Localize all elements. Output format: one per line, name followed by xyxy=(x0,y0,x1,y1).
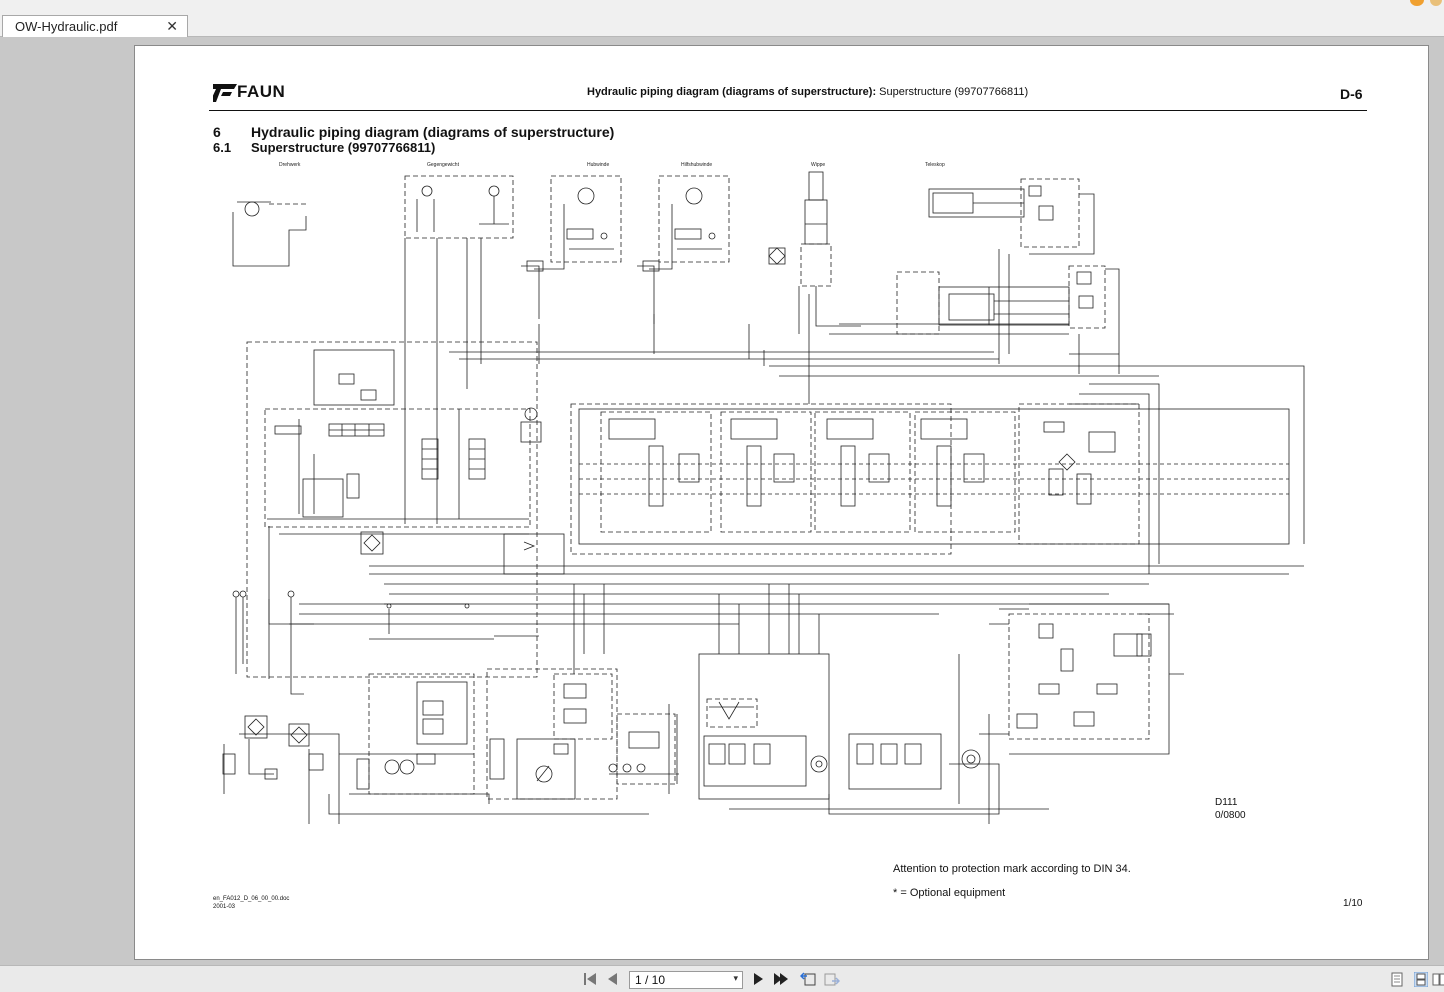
page-number: 1/10 xyxy=(1343,898,1363,909)
drawing-id: D111 xyxy=(1215,797,1238,808)
header-rule xyxy=(209,110,1367,111)
next-page-icon[interactable] xyxy=(750,972,766,986)
page-selector[interactable]: 1 / 10 ▾ xyxy=(629,971,743,989)
diagram-label: Wippe xyxy=(811,162,825,168)
continuous-view-icon[interactable] xyxy=(1414,972,1428,987)
last-page-icon[interactable] xyxy=(773,972,789,986)
tab-bar: OW-Hydraulic.pdf ✕ xyxy=(0,0,1444,37)
subsection-number: 6.1 xyxy=(213,140,232,155)
navigation-toolbar: 1 / 10 ▾ xyxy=(0,965,1444,992)
section-number: 6 xyxy=(213,124,221,140)
header-title-bold: Hydraulic piping diagram (diagrams of su… xyxy=(587,86,877,98)
diagram-label: Gegengewicht xyxy=(427,162,460,168)
hydraulic-diagram: Drehwerk Gegengewicht Hubwinde Hilfshubw… xyxy=(222,162,1305,824)
chevron-down-icon[interactable]: ▾ xyxy=(733,973,738,983)
window-control-icon[interactable] xyxy=(1430,0,1442,6)
previous-page-icon[interactable] xyxy=(605,972,621,986)
diagram-label: Hilfshubwinde xyxy=(681,162,712,168)
header-code: D-6 xyxy=(1340,86,1363,102)
footer-file-info: en_FA012_D_06_00_00.doc 2001-03 xyxy=(213,895,289,911)
tab-title: OW-Hydraulic.pdf xyxy=(15,19,118,34)
document-tab[interactable]: OW-Hydraulic.pdf ✕ xyxy=(2,15,188,37)
first-page-icon[interactable] xyxy=(582,972,598,986)
faun-logo-icon xyxy=(213,84,237,102)
facing-view-icon[interactable] xyxy=(1432,972,1444,987)
document-viewer[interactable]: FAUN Hydraulic piping diagram (diagrams … xyxy=(0,37,1444,965)
go-forward-icon[interactable] xyxy=(824,972,840,986)
header-title: Hydraulic piping diagram (diagrams of su… xyxy=(587,86,1028,98)
page-indicator: 1 / 10 xyxy=(635,973,666,987)
go-back-icon[interactable] xyxy=(800,972,816,986)
header-title-rest: Superstructure (99707766811) xyxy=(876,86,1029,98)
protection-note: Attention to protection mark according t… xyxy=(893,863,1131,875)
section-title: Hydraulic piping diagram (diagrams of su… xyxy=(251,124,615,140)
drawing-code: D111 0/0800 xyxy=(1215,796,1246,822)
pdf-page: FAUN Hydraulic piping diagram (diagrams … xyxy=(134,45,1429,960)
close-tab-icon[interactable]: ✕ xyxy=(166,18,178,34)
footer-date: 2001-03 xyxy=(213,904,236,910)
subsection-title: Superstructure (99707766811) xyxy=(251,140,436,155)
brand-name: FAUN xyxy=(237,82,286,101)
drawing-revision: 0/0800 xyxy=(1215,810,1246,821)
window-control-icon[interactable] xyxy=(1410,0,1424,6)
footer-filename: en_FA012_D_06_00_00.doc xyxy=(213,896,290,902)
single-page-view-icon[interactable] xyxy=(1390,972,1404,987)
diagram-label: Hubwinde xyxy=(587,162,609,168)
diagram-label: Teleskop xyxy=(925,162,945,168)
optional-equipment-note: * = Optional equipment xyxy=(893,887,1006,899)
diagram-label: Drehwerk xyxy=(279,162,301,168)
